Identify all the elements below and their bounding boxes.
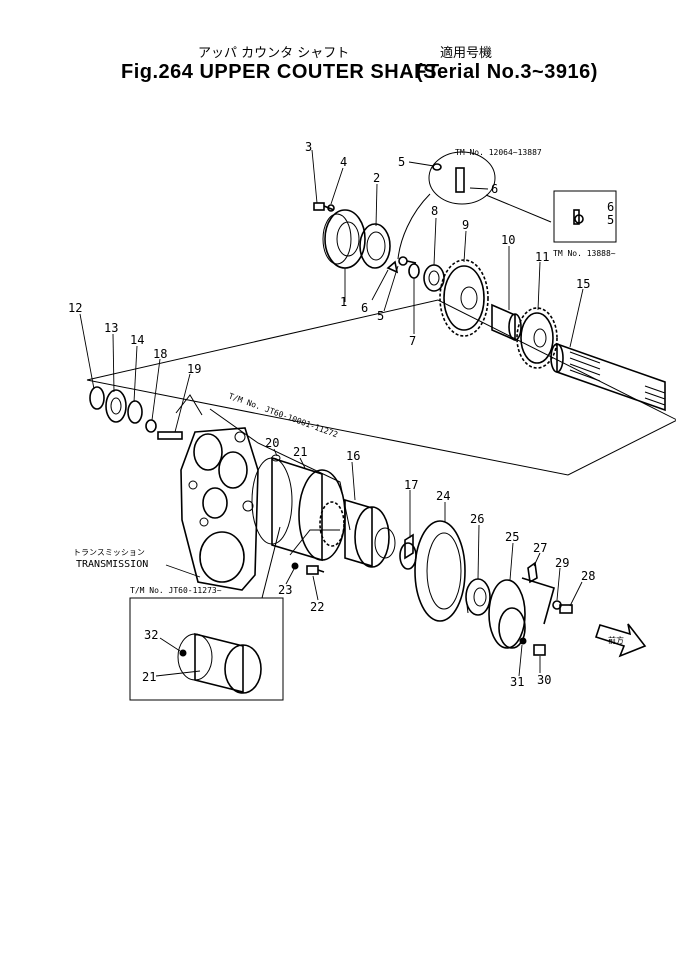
note-tm-range-b: TM No. 13888~ [553, 249, 616, 258]
bolt-28 [559, 604, 573, 614]
part-label-10: 10 [501, 233, 515, 247]
retainer-plate-1 [322, 209, 366, 269]
stud-19 [157, 431, 183, 440]
front-direction-arrow: 前方 [594, 623, 647, 658]
front-label: 前方 [608, 635, 624, 645]
transmission-label-jp: トランスミッション [73, 548, 145, 557]
part-label-18: 18 [153, 347, 167, 361]
shim-17 [404, 533, 414, 560]
bolt-3 [313, 202, 335, 211]
part-label-29: 29 [555, 556, 569, 570]
part-label-14: 14 [130, 333, 144, 347]
bolt-22 [306, 565, 325, 575]
part-label-1: 1 [340, 295, 347, 309]
connector-line-tm [485, 194, 552, 223]
gear-11 [516, 307, 558, 369]
bracket-jt60-b [289, 529, 340, 556]
part-label-19: 19 [187, 362, 201, 376]
part-label-8: 8 [431, 204, 438, 218]
part-label-5-upper: 5 [398, 155, 405, 169]
part-label-15: 15 [576, 277, 590, 291]
bolt-30 [533, 644, 546, 656]
lock-bolt-6 [398, 256, 417, 266]
shim-2 [359, 223, 391, 269]
title-applicability-jp: 適用号機 [440, 45, 492, 61]
pin-7 [408, 263, 420, 279]
part-label-6-upper: 6 [491, 182, 498, 196]
bearing-26 [465, 578, 491, 616]
part-number-labels: 1 2 3 4 5 5 5 6 6 6 7 8 9 10 11 12 13 14… [68, 140, 614, 689]
shaft-15 [550, 342, 666, 412]
part-label-9: 9 [462, 218, 469, 232]
part-label-6-lower: 6 [361, 301, 368, 315]
bolt-5-upper [432, 163, 442, 171]
washer-29 [552, 600, 562, 610]
part-label-22: 22 [310, 600, 324, 614]
inset-box-tm-b [553, 190, 617, 243]
part-label-32: 32 [144, 628, 158, 642]
inset-connector [261, 526, 281, 599]
part-label-20: 20 [265, 436, 279, 450]
part-label-16: 16 [346, 449, 360, 463]
transmission-case [175, 394, 259, 591]
inset-box-tm-jt60 [129, 597, 284, 701]
cover-25 [488, 577, 555, 649]
part-label-6-inset: 6 [607, 200, 614, 214]
part-label-21: 21 [293, 445, 307, 459]
part-label-4: 4 [340, 155, 347, 169]
gear-9 [439, 259, 489, 337]
washer-31 [519, 637, 527, 645]
note-tm-jt60-b: T/M No. JT60-11273~ [130, 586, 222, 595]
part-label-2: 2 [373, 171, 380, 185]
part-label-3: 3 [305, 140, 312, 154]
figure-title: Fig.264 UPPER COUTER SHAFT [121, 61, 440, 83]
lock-plate-6 [386, 260, 399, 274]
note-tm-range-a: TM No. 12064~13887 [455, 148, 542, 157]
title-japanese: アッパ カウンタ シャフト [198, 46, 349, 61]
part-label-12: 12 [68, 301, 82, 315]
bearing-8 [423, 264, 445, 292]
shaft-plane-outline [86, 299, 676, 476]
part-label-23: 23 [278, 583, 292, 597]
oring-20 [271, 454, 281, 462]
part-label-11: 11 [535, 250, 549, 264]
inset-ellipse-tm-a [428, 151, 496, 205]
part-label-28: 28 [581, 569, 595, 583]
part-label-5-lower: 5 [377, 309, 384, 323]
part-label-24: 24 [436, 489, 450, 503]
part-label-31: 31 [510, 675, 524, 689]
washer-4 [327, 204, 335, 212]
bracket-jt60-a [209, 408, 351, 531]
bearing-13 [105, 389, 127, 423]
bearing-cage-16 [319, 498, 396, 568]
washer-18 [145, 419, 157, 433]
part-label-26: 26 [470, 512, 484, 526]
part-label-30: 30 [537, 673, 551, 687]
snap-ring-12 [89, 386, 105, 410]
ring-14 [127, 400, 143, 424]
transmission-label: TRANSMISSION [76, 559, 148, 570]
part-label-27: 27 [533, 541, 547, 555]
connector-curve-tm [397, 193, 431, 260]
gasket-24 [414, 520, 466, 622]
part-label-21-inset: 21 [142, 670, 156, 684]
leader-lines [79, 149, 584, 677]
plate-27 [527, 561, 538, 584]
washer-23 [291, 562, 299, 570]
serial-range: (Serial No.3~3916) [416, 61, 598, 83]
plate-6-upper [455, 167, 465, 193]
note-tm-jt60-a: T/M No. JT60-10001-11272 [227, 391, 339, 439]
part-label-13: 13 [104, 321, 118, 335]
part-label-5-inset: 5 [607, 213, 614, 227]
part-label-25: 25 [505, 530, 519, 544]
part-label-7: 7 [409, 334, 416, 348]
spacer-10 [491, 303, 522, 342]
part-label-17: 17 [404, 478, 418, 492]
